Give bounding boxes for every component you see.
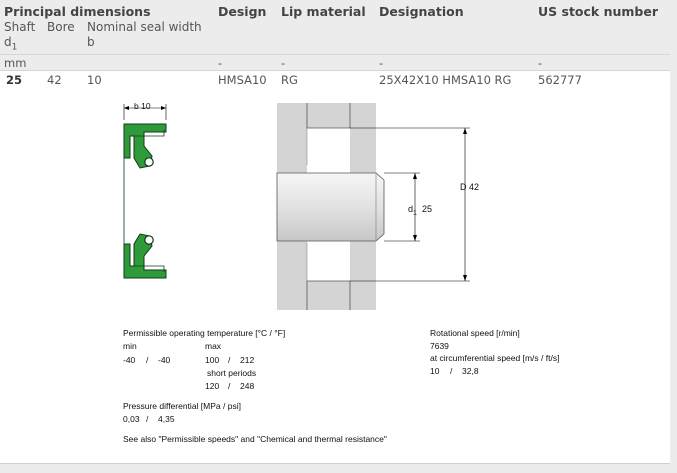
- seal-cross-section-drawing: [123, 104, 167, 279]
- max-sep: /: [228, 355, 231, 365]
- short-periods-label: short periods: [207, 368, 257, 378]
- lip-material-header: Lip material: [281, 4, 366, 19]
- max-f: 212: [240, 355, 255, 365]
- short-sep: /: [228, 381, 231, 391]
- width-value: 10: [87, 73, 102, 87]
- bore-header: Bore: [47, 20, 75, 34]
- max-label: max: [205, 341, 222, 351]
- installation-drawing: [276, 103, 470, 310]
- designation-value: 25X42X10 HMSA10 RG: [379, 73, 512, 87]
- min-f: -40: [158, 355, 171, 365]
- principal-dimensions-header: Principal dimensions: [4, 4, 151, 19]
- pressure-title: Pressure differential [MPa / psi]: [123, 401, 241, 411]
- shaft-value: 25: [6, 73, 23, 87]
- nominal-width-header: Nominal seal width: [87, 20, 202, 34]
- design-header: Design: [218, 4, 267, 19]
- detail-panel: [0, 88, 670, 464]
- stock-number-value: 562777: [538, 73, 582, 87]
- nominal-width-symbol: b: [87, 35, 95, 49]
- circ-sep: /: [450, 366, 453, 376]
- rotational-speed-title: Rotational speed [r/min]: [430, 328, 520, 338]
- outer-diameter-label: D 42: [460, 182, 480, 192]
- short-c: 120: [205, 381, 220, 391]
- dims-unit: mm: [4, 56, 27, 70]
- circ-ms: 10: [430, 366, 440, 376]
- rotational-speed-value: 7639: [430, 341, 449, 351]
- see-also-note: See also "Permissible speeds" and "Chemi…: [123, 434, 387, 444]
- max-c: 100: [205, 355, 220, 365]
- stock-unit: -: [538, 56, 543, 70]
- min-c: -40: [123, 355, 136, 365]
- pressure-mpa: 0,03: [123, 414, 140, 424]
- designation-header: Designation: [379, 4, 464, 19]
- bore-value: 42: [47, 73, 62, 87]
- stock-number-header: US stock number: [538, 4, 658, 19]
- units-row: mm - - - -: [0, 54, 670, 71]
- shaft-diameter-label: d1 25: [408, 204, 432, 217]
- lip-unit: -: [281, 56, 286, 70]
- pressure-psi: 4,35: [158, 414, 175, 424]
- designation-unit: -: [379, 56, 384, 70]
- design-value: HMSA10: [218, 73, 267, 87]
- shaft-symbol: d1: [4, 35, 18, 53]
- pressure-sep: /: [146, 414, 149, 424]
- width-dimension-label: b 10: [134, 101, 151, 111]
- circumferential-speed-title: at circumferential speed [m/s / ft/s]: [430, 353, 560, 363]
- lip-material-value: RG: [281, 73, 298, 87]
- design-unit: -: [218, 56, 223, 70]
- min-label: min: [123, 341, 137, 351]
- circ-fts: 32,8: [462, 366, 479, 376]
- table-row[interactable]: 25 42 10 HMSA10 RG 25X42X10 HMSA10 RG 56…: [0, 70, 670, 89]
- min-sep: /: [146, 355, 149, 365]
- shaft-header: Shaft: [4, 20, 36, 34]
- temp-title: Permissible operating temperature [°C / …: [123, 328, 286, 338]
- short-f: 248: [240, 381, 255, 391]
